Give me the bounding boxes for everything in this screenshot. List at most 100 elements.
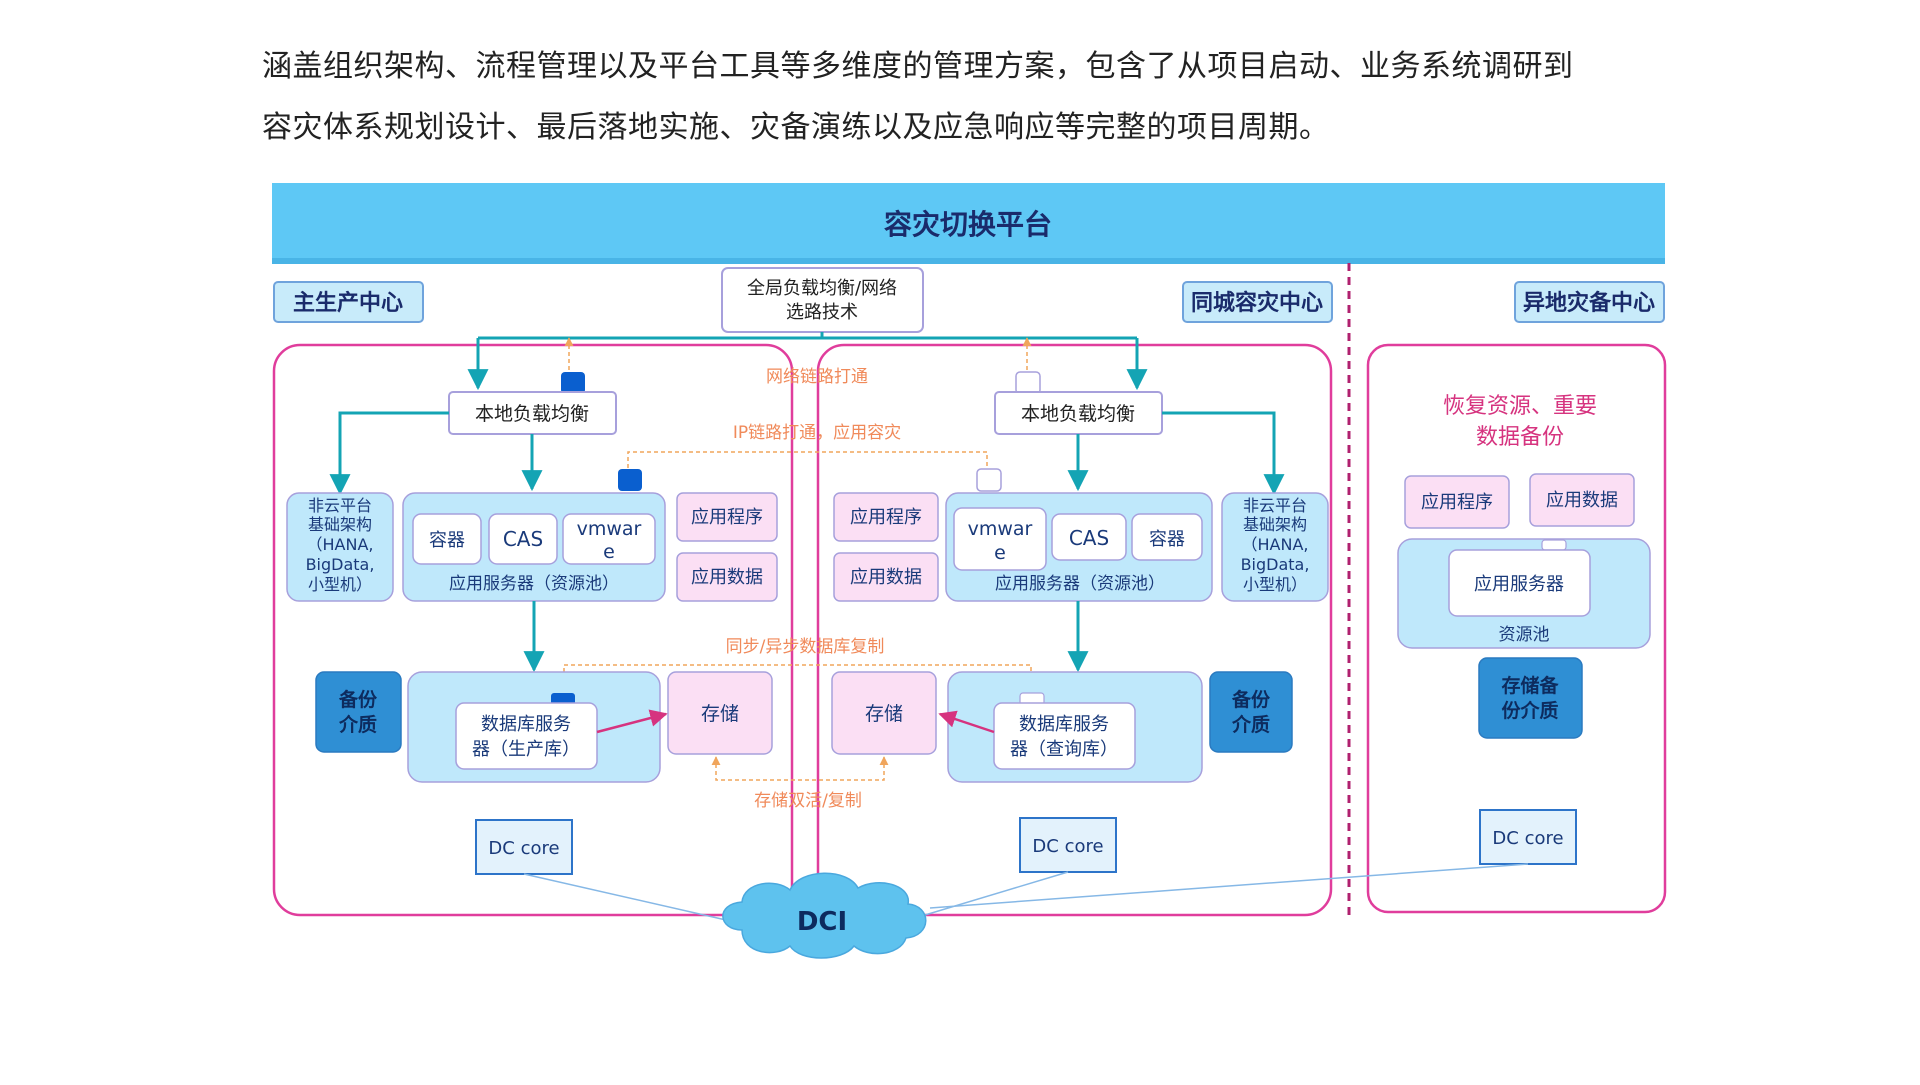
remote-app-program-box bbox=[1404, 475, 1510, 529]
gslb-label-line2: 选路技术 bbox=[786, 302, 858, 323]
platform-title: 容灾切换平台 bbox=[884, 208, 1052, 241]
remote-dc-core-label: DC core bbox=[1492, 828, 1563, 849]
remote-center: 恢复资源、重要 数据备份 应用程序 应用数据 应用服务器 资源池 存储备 份介质… bbox=[1397, 394, 1651, 865]
primary-app-program-label: 应用程序 bbox=[691, 507, 763, 528]
primary-storage-label: 存储 bbox=[701, 703, 739, 725]
center-label-remote: 异地灾备中心 bbox=[1514, 281, 1665, 323]
primary-non-cloud-line1: 非云平台 bbox=[308, 496, 372, 515]
dci-cloud-icon: DCI bbox=[722, 872, 927, 959]
same-city-cas-box bbox=[1051, 513, 1127, 561]
flow-label-storage-replication: 存储双活/复制 bbox=[754, 791, 862, 811]
remote-storage-backup-box bbox=[1478, 657, 1583, 739]
same-city-backup-media-line2: 介质 bbox=[1231, 713, 1270, 736]
same-city-app-data-label: 应用数据 bbox=[850, 567, 922, 588]
center-label-same-city-text: 同城容灾中心 bbox=[1191, 290, 1323, 316]
intro-line-1: 涵盖组织架构、流程管理以及平台工具等多维度的管理方案，包含了从项目启动、业务系统… bbox=[262, 49, 1574, 84]
intro-paragraph: 涵盖组织架构、流程管理以及平台工具等多维度的管理方案，包含了从项目启动、业务系统… bbox=[262, 36, 1682, 158]
same-city-db-server-line1: 数据库服务 bbox=[1019, 714, 1109, 735]
primary-cas-label: CAS bbox=[503, 527, 543, 551]
primary-vmware-box bbox=[562, 513, 656, 565]
dr-switch-platform-bar: 容灾切换平台 bbox=[272, 183, 1665, 264]
remote-storage-backup-line1: 存储备 bbox=[1501, 674, 1559, 697]
center-label-remote-text: 异地灾备中心 bbox=[1523, 290, 1655, 316]
primary-non-cloud-line2: 基础架构 bbox=[308, 515, 372, 534]
remote-recovery-line1: 恢复资源、重要 bbox=[1443, 394, 1597, 419]
gslb-box: 全局负载均衡/网络 选路技术 bbox=[721, 267, 924, 333]
zone-primary bbox=[272, 343, 794, 917]
remote-pool-connector bbox=[1541, 539, 1567, 551]
same-city-non-cloud-line3: （HANA, bbox=[1242, 535, 1309, 554]
same-city-dc-core-box bbox=[1019, 817, 1117, 873]
primary-app-data-box bbox=[676, 552, 778, 602]
primary-db-server-line1: 数据库服务 bbox=[481, 714, 571, 735]
center-label-primary-text: 主生产中心 bbox=[293, 291, 403, 316]
primary-backup-media-line1: 备份 bbox=[338, 688, 378, 711]
same-city-lb-connector bbox=[1015, 371, 1041, 395]
primary-vmware-line1: vmwar bbox=[577, 518, 642, 540]
primary-pool-lock bbox=[618, 469, 642, 491]
primary-dc-core-box bbox=[475, 819, 573, 875]
same-city-non-cloud-line2: 基础架构 bbox=[1243, 515, 1307, 534]
same-city-vmware-line1: vmwar bbox=[968, 518, 1033, 540]
primary-center: 本地负载均衡 非云平台 基础架构 （HANA, BigData, 小型机） 容器… bbox=[286, 372, 778, 875]
primary-storage-box bbox=[667, 671, 773, 755]
remote-storage-backup-line2: 份介质 bbox=[1501, 699, 1558, 722]
same-city-container-label: 容器 bbox=[1149, 529, 1185, 550]
same-city-local-lb-label: 本地负载均衡 bbox=[1021, 403, 1135, 425]
primary-non-cloud-line4: BigData, bbox=[306, 555, 375, 574]
same-city-storage-label: 存储 bbox=[865, 703, 903, 725]
remote-app-data-box bbox=[1529, 473, 1635, 527]
center-label-primary: 主生产中心 bbox=[273, 281, 424, 323]
same-city-db-server-line2: 器（查询库） bbox=[1010, 739, 1118, 760]
intro-line-2: 容灾体系规划设计、最后落地实施、灾备演练以及应急响应等完整的项目周期。 bbox=[262, 110, 1330, 145]
dci-label: DCI bbox=[797, 907, 847, 937]
dci-links bbox=[523, 863, 1529, 921]
primary-container-box bbox=[412, 513, 482, 565]
same-city-app-program-box bbox=[833, 492, 939, 542]
same-city-non-cloud-box bbox=[1221, 492, 1329, 602]
same-city-container-box bbox=[1131, 513, 1203, 561]
primary-backup-media-box bbox=[315, 671, 402, 753]
same-city-app-pool-label: 应用服务器（资源池） bbox=[995, 574, 1165, 594]
zone-same-city bbox=[816, 343, 1333, 917]
primary-db-server-box bbox=[455, 702, 598, 770]
same-city-center: 本地负载均衡 应用程序 应用数据 vmwar e CAS 容器 应用服务器（资源… bbox=[831, 371, 1329, 873]
zone-remote bbox=[1366, 343, 1667, 914]
remote-recovery-line2: 数据备份 bbox=[1476, 425, 1564, 450]
primary-app-program-box bbox=[676, 492, 778, 542]
same-city-pool-connector bbox=[976, 468, 1002, 492]
same-city-app-program-label: 应用程序 bbox=[850, 507, 922, 528]
primary-backup-media-line2: 介质 bbox=[338, 713, 377, 736]
flow-label-ip-link: IP链路打通，应用容灾 bbox=[733, 423, 901, 443]
primary-db-server-line2: 器（生产库） bbox=[472, 739, 580, 760]
primary-app-data-label: 应用数据 bbox=[691, 567, 763, 588]
same-city-backup-media-box bbox=[1209, 671, 1293, 753]
same-city-db-server-box bbox=[993, 702, 1136, 770]
same-city-vmware-box bbox=[953, 507, 1047, 571]
remote-app-program-label: 应用程序 bbox=[1421, 492, 1493, 513]
primary-local-lb-label: 本地负载均衡 bbox=[475, 403, 589, 425]
same-city-cas-label: CAS bbox=[1069, 526, 1109, 550]
primary-dc-core-label: DC core bbox=[488, 838, 559, 859]
same-city-non-cloud-line1: 非云平台 bbox=[1243, 496, 1307, 515]
remote-app-server-label: 应用服务器 bbox=[1474, 574, 1564, 595]
same-city-vmware-line2: e bbox=[994, 542, 1006, 564]
gslb-label-line1: 全局负载均衡/网络 bbox=[747, 278, 897, 299]
remote-app-server-box bbox=[1448, 549, 1591, 617]
same-city-non-cloud-line4: BigData, bbox=[1241, 555, 1310, 574]
remote-dc-core-box bbox=[1479, 809, 1577, 865]
flow-label-db-replication: 同步/异步数据库复制 bbox=[726, 637, 885, 657]
same-city-non-cloud-line5: 小型机） bbox=[1243, 575, 1307, 594]
primary-app-pool-label: 应用服务器（资源池） bbox=[449, 574, 619, 594]
primary-non-cloud-line3: （HANA, bbox=[307, 535, 374, 554]
remote-app-data-label: 应用数据 bbox=[1546, 490, 1618, 511]
same-city-app-data-box bbox=[833, 552, 939, 602]
same-city-backup-media-line1: 备份 bbox=[1231, 688, 1271, 711]
primary-vmware-line2: e bbox=[603, 541, 615, 563]
same-city-storage-box bbox=[831, 671, 937, 755]
center-label-same-city: 同城容灾中心 bbox=[1182, 281, 1333, 323]
same-city-dc-core-label: DC core bbox=[1032, 836, 1103, 857]
primary-lb-lock bbox=[561, 372, 585, 394]
remote-resource-pool-label: 资源池 bbox=[1499, 625, 1550, 645]
